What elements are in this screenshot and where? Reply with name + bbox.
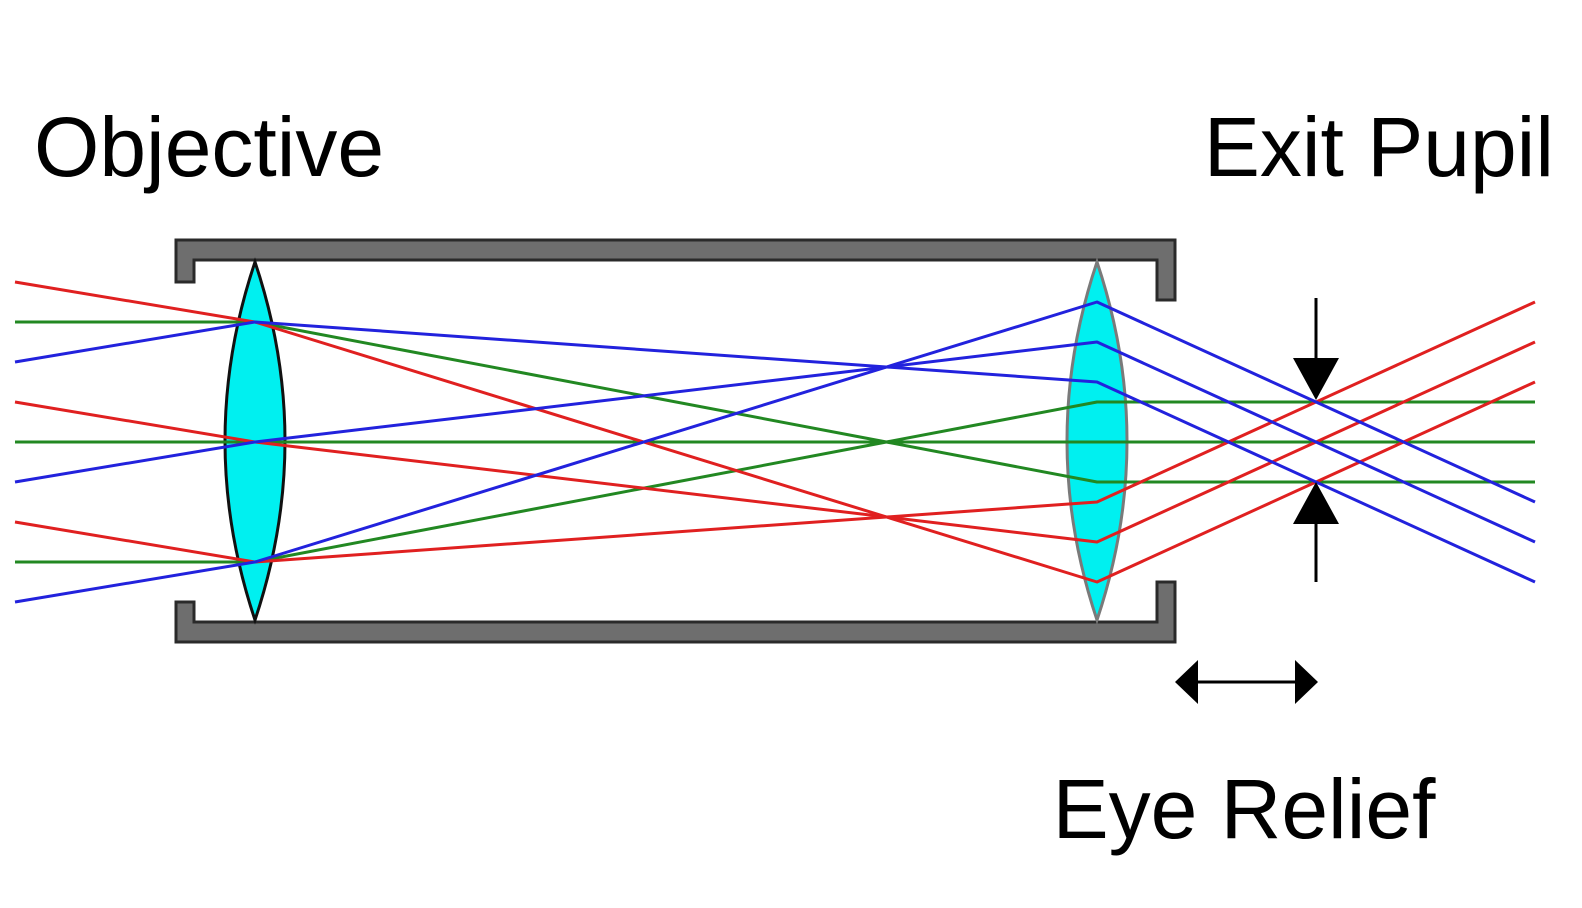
exit-pupil-arrow-down-icon — [1293, 358, 1339, 400]
ray-blue-middle — [14, 340, 1536, 544]
ray-blue-bottom — [14, 300, 1536, 604]
eye-relief-arrow — [1175, 660, 1318, 704]
tube-bottom-wall — [174, 580, 1177, 644]
tube-top-wall — [174, 238, 1177, 302]
exit-pupil-arrows — [1293, 298, 1339, 582]
eye-relief-arrow-left-icon — [1175, 660, 1198, 704]
telescope-tube — [174, 238, 1177, 644]
eye-relief-label: Eye Relief — [1053, 762, 1437, 856]
exit-pupil-arrow-up-icon — [1293, 482, 1339, 524]
eye-relief-arrow-right-icon — [1295, 660, 1318, 704]
exit-pupil-label: Exit Pupil — [1204, 100, 1554, 194]
objective-label: Objective — [34, 100, 384, 194]
